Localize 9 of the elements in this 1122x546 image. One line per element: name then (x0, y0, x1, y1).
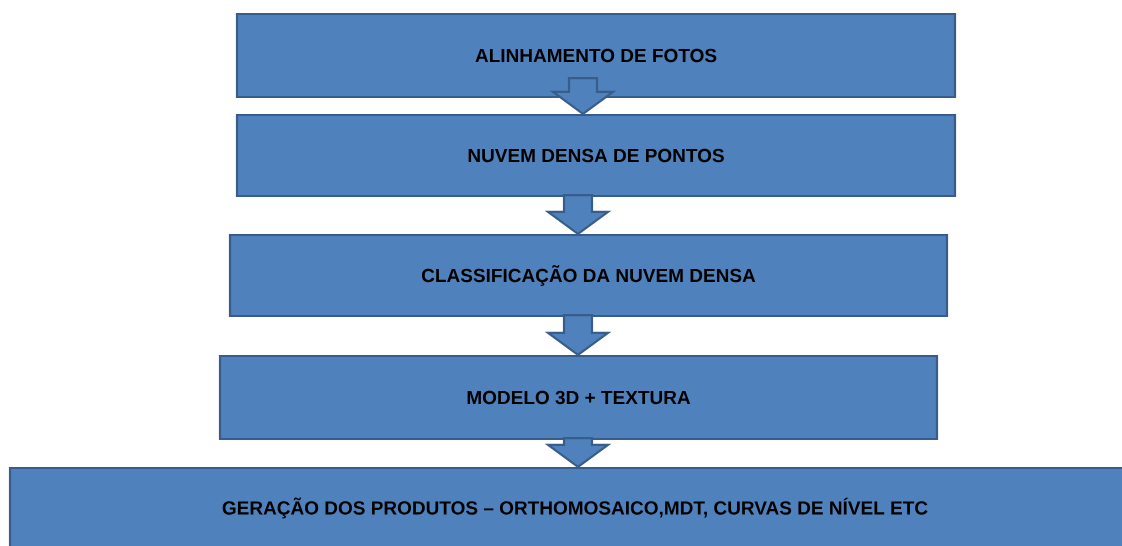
process-box: NUVEM DENSA DE PONTOS (235, 113, 957, 198)
block-arrow (544, 194, 612, 236)
process-box: GERAÇÃO DOS PRODUTOS – ORTHOMOSAICO,MDT, CURVAS DE NÍVEL ETC (8, 466, 1122, 546)
process-box: MODELO 3D + TEXTURA (218, 354, 939, 441)
block-arrow (544, 437, 612, 469)
process-box: CLASSIFICAÇÃO DA NUVEM DENSA (228, 233, 949, 318)
block-arrow (549, 77, 617, 116)
block-arrow (544, 314, 612, 357)
process-box: ALINHAMENTO DE FOTOS (235, 12, 957, 99)
